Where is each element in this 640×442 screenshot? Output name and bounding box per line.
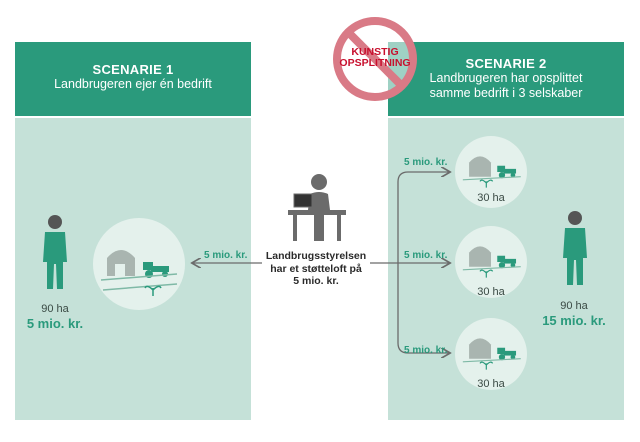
agency-line1: Landbrugsstyrelsen xyxy=(265,250,367,262)
agency-line2: har et støtteloft på xyxy=(270,262,362,275)
farm-illustration xyxy=(462,246,521,278)
farm-illustration xyxy=(462,156,521,188)
scenario2-hectares: 90 ha xyxy=(560,300,588,312)
company-1-farm-circle xyxy=(455,136,527,208)
warning-line2: OPSPLITNING xyxy=(339,57,411,69)
farm-illustration xyxy=(462,338,521,370)
scenario2-header: SCENARIE 2 Landbrugeren har opsplittet s… xyxy=(388,42,624,116)
warning-label: KUNSTIG OPSPLITNING xyxy=(335,47,415,69)
company-1-arrow-label: 5 mio. kr. xyxy=(404,157,448,168)
company-2-farm-circle xyxy=(455,226,527,298)
farmer-icon xyxy=(43,215,67,289)
company-1-hectares: 30 ha xyxy=(477,192,505,204)
company-2-hectares: 30 ha xyxy=(477,286,505,298)
farmer-icon xyxy=(563,211,587,285)
scenario1-header: SCENARIE 1 Landbrugeren ejer én bedrift xyxy=(15,42,251,116)
prohibition-icon xyxy=(333,17,417,101)
company-3-hectares: 30 ha xyxy=(477,378,505,390)
scenario1-amount: 5 mio. kr. xyxy=(26,316,84,331)
scenario2-amount: 15 mio. kr. xyxy=(542,313,606,328)
agency-desk-icon xyxy=(288,174,346,241)
company-2-arrow-label: 5 mio. kr. xyxy=(404,250,448,261)
scenario2-subtitle-line2: samme bedrift i 3 selskaber xyxy=(429,86,583,100)
scenario2-title: SCENARIE 2 xyxy=(465,56,547,71)
farm-illustration xyxy=(100,250,178,296)
scenario1-title: SCENARIE 1 xyxy=(92,62,174,77)
agency-line3: 5 mio. kr. xyxy=(293,275,339,287)
scenario1-arrow-label: 5 mio. kr. xyxy=(204,250,248,261)
company-3-arrow-label: 5 mio. kr. xyxy=(404,345,448,356)
scenario2-subtitle-line1: Landbrugeren har opsplittet xyxy=(429,71,583,85)
company-3-farm-circle xyxy=(455,318,527,390)
warning-line1: KUNSTIG xyxy=(351,46,399,58)
scenario1-hectares: 90 ha xyxy=(41,303,69,315)
farm-circle xyxy=(93,218,185,310)
scenario1-subtitle: Landbrugeren ejer én bedrift xyxy=(54,77,212,91)
agency-label: Landbrugsstyrelsen har et støtteloft på … xyxy=(264,250,368,288)
